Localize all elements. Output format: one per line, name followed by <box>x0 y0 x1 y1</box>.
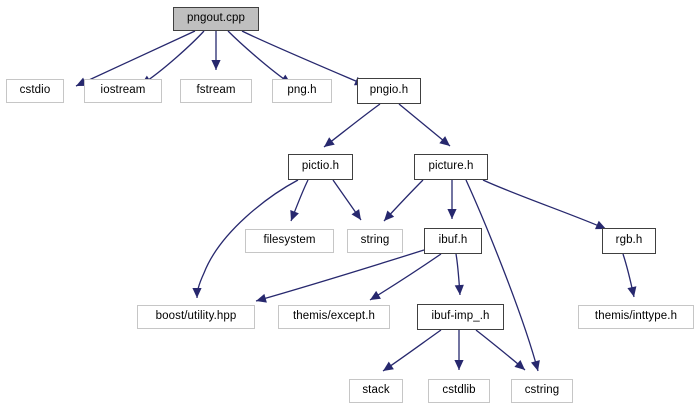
graph-edge-picture-to-rgb <box>482 179 607 230</box>
arrowhead-picture-to-ibuf <box>447 209 457 219</box>
graph-node-label: filesystem <box>263 233 316 246</box>
graph-node-label: cstring <box>524 383 560 396</box>
graph-node-inttype[interactable]: themis/inttype.h <box>578 305 694 329</box>
graph-edge-ibuf-to-except <box>369 253 442 301</box>
graph-node-label: iostream <box>100 83 146 96</box>
graph-node-except[interactable]: themis/except.h <box>278 305 390 329</box>
graph-node-label: stack <box>362 383 390 396</box>
arrowhead-pictio-to-string <box>351 209 361 220</box>
graph-node-label: fstream <box>196 83 236 96</box>
graph-node-label: pngout.cpp <box>187 11 245 24</box>
graph-node-boost[interactable]: boost/utility.hpp <box>137 305 255 329</box>
graph-node-label: pngio.h <box>369 83 409 96</box>
graph-node-label: boost/utility.hpp <box>155 309 237 322</box>
graph-node-ibufimp[interactable]: ibuf-imp_.h <box>417 304 504 330</box>
graph-node-cstdio[interactable]: cstdio <box>6 79 64 103</box>
arrowhead-picture-to-rgb <box>594 220 606 230</box>
graph-node-ibuf[interactable]: ibuf.h <box>424 228 482 254</box>
graph-node-label: pictio.h <box>301 159 340 172</box>
graph-node-string[interactable]: string <box>347 229 403 253</box>
graph-edge-pngout-to-pngio <box>241 30 366 86</box>
graph-node-stack[interactable]: stack <box>349 379 403 403</box>
graph-node-cstring[interactable]: cstring <box>511 379 573 403</box>
graph-node-label: ibuf.h <box>438 233 468 246</box>
arrowhead-ibuf-to-except <box>370 290 381 300</box>
graph-node-pictio[interactable]: pictio.h <box>288 154 353 180</box>
arrowhead-rgb-to-inttype <box>627 286 637 297</box>
graph-edge-ibuf-to-boost <box>255 249 425 302</box>
arrowhead-pictio-to-boost <box>192 288 202 298</box>
arrowhead-picture-to-string <box>384 210 395 221</box>
graph-node-picture[interactable]: picture.h <box>414 154 488 180</box>
graph-node-label: themis/except.h <box>292 309 376 322</box>
graph-edge-pngout-to-cstdio <box>75 30 196 87</box>
arrowhead-ibufimp-to-stack <box>383 361 394 371</box>
graph-edge-pngio-to-pictio <box>323 103 381 148</box>
arrowhead-pictio-to-filesystem <box>290 210 299 221</box>
graph-node-iostream[interactable]: iostream <box>84 79 162 103</box>
graph-node-label: cstdlib <box>442 383 476 396</box>
graph-node-cstdlib[interactable]: cstdlib <box>428 379 490 403</box>
arrowhead-ibufimp-to-cstdlib <box>454 360 464 370</box>
graph-edge-picture-to-cstring <box>465 179 539 372</box>
graph-edge-pngout-to-iostream <box>140 30 205 86</box>
graph-node-pngio[interactable]: pngio.h <box>357 78 421 104</box>
graph-node-label: picture.h <box>428 159 474 172</box>
arrowhead-pngout-to-fstream <box>211 60 221 70</box>
graph-node-label: string <box>360 233 390 246</box>
arrowhead-pngio-to-picture <box>439 136 450 146</box>
arrowhead-ibuf-to-ibufimp <box>454 284 464 295</box>
graph-node-pngout[interactable]: pngout.cpp <box>173 7 259 31</box>
graph-node-fstream[interactable]: fstream <box>180 79 252 103</box>
graph-node-label: themis/inttype.h <box>594 309 678 322</box>
graph-node-filesystem[interactable]: filesystem <box>245 229 334 253</box>
graph-node-label: cstdio <box>19 83 51 96</box>
graph-node-pngh[interactable]: png.h <box>272 79 332 103</box>
graph-node-rgb[interactable]: rgb.h <box>602 228 656 254</box>
graph-node-label: rgb.h <box>615 233 643 246</box>
graph-edge-ibufimp-to-stack <box>382 329 442 372</box>
arrowhead-ibufimp-to-cstring <box>514 359 525 370</box>
graph-node-label: ibuf-imp_.h <box>431 309 490 322</box>
arrowhead-picture-to-cstring <box>530 360 540 371</box>
arrowhead-ibuf-to-boost <box>256 293 267 303</box>
arrowhead-pngio-to-pictio <box>324 137 335 147</box>
graph-node-label: png.h <box>287 83 317 96</box>
